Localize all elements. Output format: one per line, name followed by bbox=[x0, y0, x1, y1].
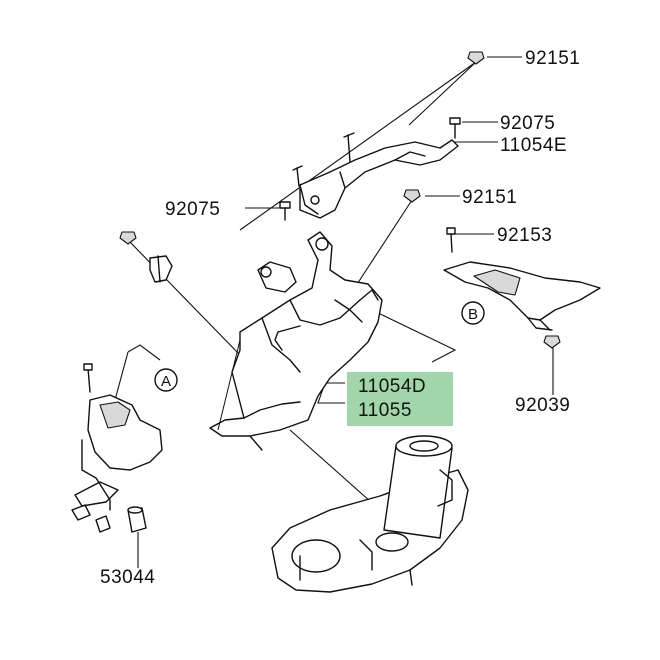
label-53044: 53044 bbox=[100, 567, 155, 588]
ref-circle-b: B bbox=[461, 301, 485, 325]
bolt-92151-top bbox=[467, 51, 485, 65]
leader-clip-left bbox=[127, 239, 241, 356]
leader-92151-mid-diag bbox=[349, 199, 413, 296]
label-92075-left: 92075 bbox=[165, 199, 220, 220]
label-92151-mid: 92151 bbox=[462, 187, 517, 208]
label-11054D: 11054D bbox=[358, 376, 426, 397]
clip-left bbox=[119, 231, 173, 283]
label-92075-right: 92075 bbox=[500, 113, 555, 134]
leader-lower-bracket bbox=[289, 429, 381, 511]
label-11055: 11055 bbox=[358, 400, 412, 421]
collar-53044 bbox=[127, 506, 147, 533]
label-92039: 92039 bbox=[515, 395, 570, 416]
upper-bracket-11054E bbox=[292, 132, 459, 219]
ref-a-text: A bbox=[161, 373, 171, 390]
ref-b-text: B bbox=[468, 306, 478, 323]
main-frame-bracket bbox=[209, 231, 383, 451]
bolt-92075-left bbox=[279, 201, 291, 221]
leader-92151-top-diag-left bbox=[239, 61, 477, 231]
ref-circle-a: A bbox=[154, 368, 178, 392]
bolt-92075-right bbox=[449, 117, 461, 139]
leader-92151-top-diag-right bbox=[408, 61, 477, 126]
leader-lines bbox=[127, 56, 554, 568]
label-11054E: 11054E bbox=[500, 135, 567, 156]
steering-head bbox=[271, 435, 469, 593]
part-labels: 92151 92075 11054E 92075 92151 92153 110… bbox=[100, 48, 580, 588]
leader-11054D-right bbox=[371, 309, 457, 363]
label-92151-top: 92151 bbox=[525, 48, 580, 69]
leader-11054D-11055 bbox=[317, 382, 345, 404]
left-side-piece bbox=[71, 344, 163, 533]
label-92153: 92153 bbox=[497, 225, 552, 246]
right-side-piece bbox=[443, 227, 601, 349]
highlight-box bbox=[347, 372, 453, 426]
bolt-92151-mid bbox=[403, 189, 421, 203]
